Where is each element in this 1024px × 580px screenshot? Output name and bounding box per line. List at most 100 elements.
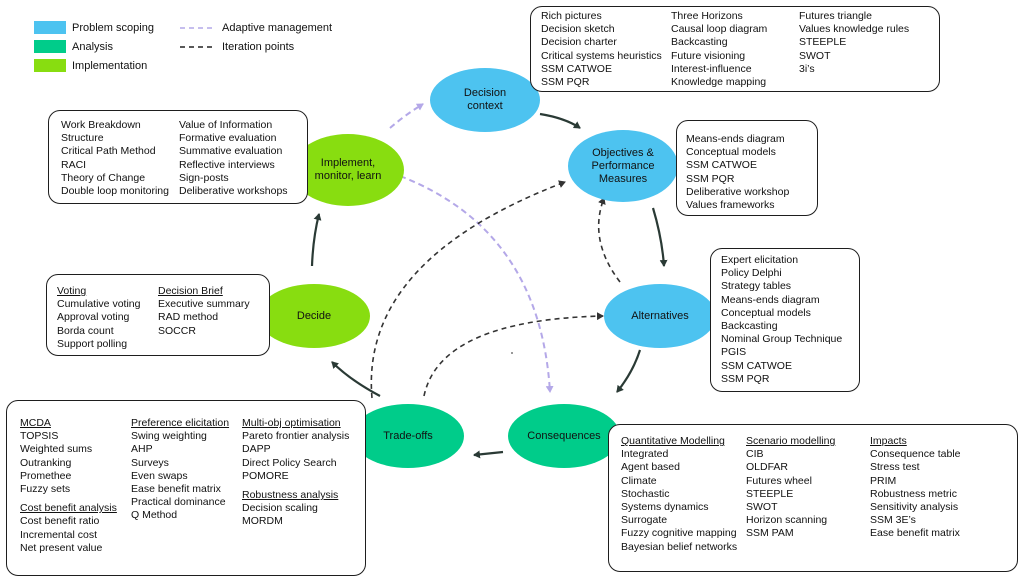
tool-item: Means-ends diagram <box>686 133 785 145</box>
tool-item: Means-ends diagram <box>721 293 820 306</box>
dashed-line-black-icon <box>180 45 214 48</box>
tool-item: Q Method <box>131 509 178 522</box>
tool-item: Weighted sums <box>20 443 93 456</box>
node-alternatives: Alternatives <box>604 284 716 348</box>
tool-item: SSM CATWOE <box>541 62 612 75</box>
tool-item: POMORE <box>242 469 289 482</box>
arrow-tradeoffs-to-decide <box>331 361 381 397</box>
node-label: monitor, learn <box>314 170 382 182</box>
node-label: Measures <box>598 172 648 185</box>
tool-item: Executive summary <box>158 298 250 311</box>
legend-label: Implementation <box>72 59 148 72</box>
tool-item: Surrogate <box>621 514 668 527</box>
tool-item: AHP <box>131 443 153 456</box>
line-legend: Adaptive management Iteration points <box>180 18 332 56</box>
tool-item: Conceptual models <box>686 146 776 159</box>
tool-item: Direct Policy Search <box>242 456 337 469</box>
tool-item: Reflective interviews <box>179 158 275 171</box>
node-label: Trade-offs <box>383 429 433 442</box>
tool-item: Cumulative voting <box>57 298 141 311</box>
arrow-iteration-alternatives-to-objectives <box>597 197 621 283</box>
legend-label: Adaptive management <box>222 21 333 34</box>
tool-item: Expert elicitation <box>721 254 799 266</box>
tool-item: SSM PQR <box>541 76 590 89</box>
stray-dot <box>511 352 513 354</box>
tool-item: Approval voting <box>57 311 130 324</box>
tool-item: Sensitivity analysis <box>870 501 959 514</box>
tool-item: Futures triangle <box>799 10 872 22</box>
tool-item: Double loop monitoring <box>61 185 169 198</box>
tool-group-header: Voting <box>57 285 87 297</box>
tool-item: SSM PQR <box>686 172 735 185</box>
tool-item: Net present value <box>20 541 103 554</box>
node-label: Performance <box>591 159 655 172</box>
tool-item: Causal loop diagram <box>671 23 768 36</box>
tool-item: SSM CATWOE <box>686 159 757 172</box>
legend-swatch-blue <box>34 21 66 34</box>
tool-item: Outranking <box>20 456 72 469</box>
arrow-iteration-tradeoffs-to-objectives <box>370 180 566 399</box>
tool-item: Critical systems heuristics <box>541 49 662 62</box>
tool-item: Structure <box>61 132 104 145</box>
tool-item: SWOT <box>799 49 831 62</box>
tool-item: Value of Information <box>179 119 273 131</box>
color-legend: Problem scoping Analysis Implementation <box>34 18 154 75</box>
tool-group-header: Quantitative Modelling <box>621 435 725 447</box>
tool-item: Climate <box>621 474 657 487</box>
tool-item: Decision scaling <box>242 502 318 515</box>
tool-item: Backcasting <box>671 36 728 49</box>
tool-item: Borda count <box>57 324 114 337</box>
tool-item: Integrated <box>621 448 669 461</box>
tool-group-header: MCDA <box>20 417 51 429</box>
tool-item: STEEPLE <box>746 487 794 500</box>
tool-item: Deliberative workshop <box>686 185 790 198</box>
tool-group-header: Cost benefit analysis <box>20 502 117 515</box>
tool-item: Policy Delphi <box>721 267 782 280</box>
node-label: Alternatives <box>631 309 689 322</box>
node-label: Consequences <box>527 429 601 442</box>
node-label: Decide <box>296 309 332 322</box>
tool-item: Pareto frontier analysis <box>242 430 350 443</box>
tool-item: Incremental cost <box>20 528 98 541</box>
tool-item: Future visioning <box>671 49 746 62</box>
tool-item: Agent based <box>621 461 680 474</box>
tool-item: RAD method <box>158 311 219 324</box>
tool-item: Deliberative workshops <box>179 185 288 198</box>
arrow-adaptive-to-context <box>389 103 424 129</box>
tool-item: Interest-influence <box>671 62 752 75</box>
tool-item: Ease benefit matrix <box>131 483 221 496</box>
legend-implementation: Implementation <box>34 56 154 75</box>
tool-group-header: Robustness analysis <box>242 489 339 502</box>
tool-item: 3i’s <box>799 62 815 75</box>
tool-item: STEEPLE <box>799 36 847 49</box>
tool-item: SWOT <box>746 501 778 514</box>
node-decide: Decide <box>258 284 370 348</box>
tool-item: Values knowledge rules <box>799 23 910 36</box>
node-label: Implement, <box>320 157 376 169</box>
tool-item: SSM PQR <box>721 372 770 385</box>
tool-item: Ease benefit matrix <box>870 527 960 540</box>
tool-item: CIB <box>746 448 764 461</box>
tool-item: Work Breakdown <box>61 119 141 131</box>
tool-item: Futures wheel <box>746 474 812 487</box>
tool-item: Practical dominance <box>131 496 226 509</box>
tool-item: Values frameworks <box>686 199 775 212</box>
tool-item: SOCCR <box>158 324 196 337</box>
tool-item: RACI <box>61 158 87 171</box>
node-label: Objectives & <box>592 146 654 159</box>
tool-item: Cost benefit ratio <box>20 515 100 528</box>
node-tradeoffs: Trade-offs <box>352 404 464 468</box>
tool-item: Rich pictures <box>541 10 602 22</box>
tool-item: Even swaps <box>131 469 188 482</box>
arrow-adaptive-to-consequences <box>399 175 554 393</box>
tool-item: Fuzzy cognitive mapping <box>621 527 737 540</box>
tool-item: Decision sketch <box>541 23 615 36</box>
tool-item: Bayesian belief networks <box>621 540 738 553</box>
tool-item: Decision charter <box>541 36 617 49</box>
legend-adaptive-management: Adaptive management <box>180 18 332 37</box>
tool-item: Strategy tables <box>721 280 792 293</box>
